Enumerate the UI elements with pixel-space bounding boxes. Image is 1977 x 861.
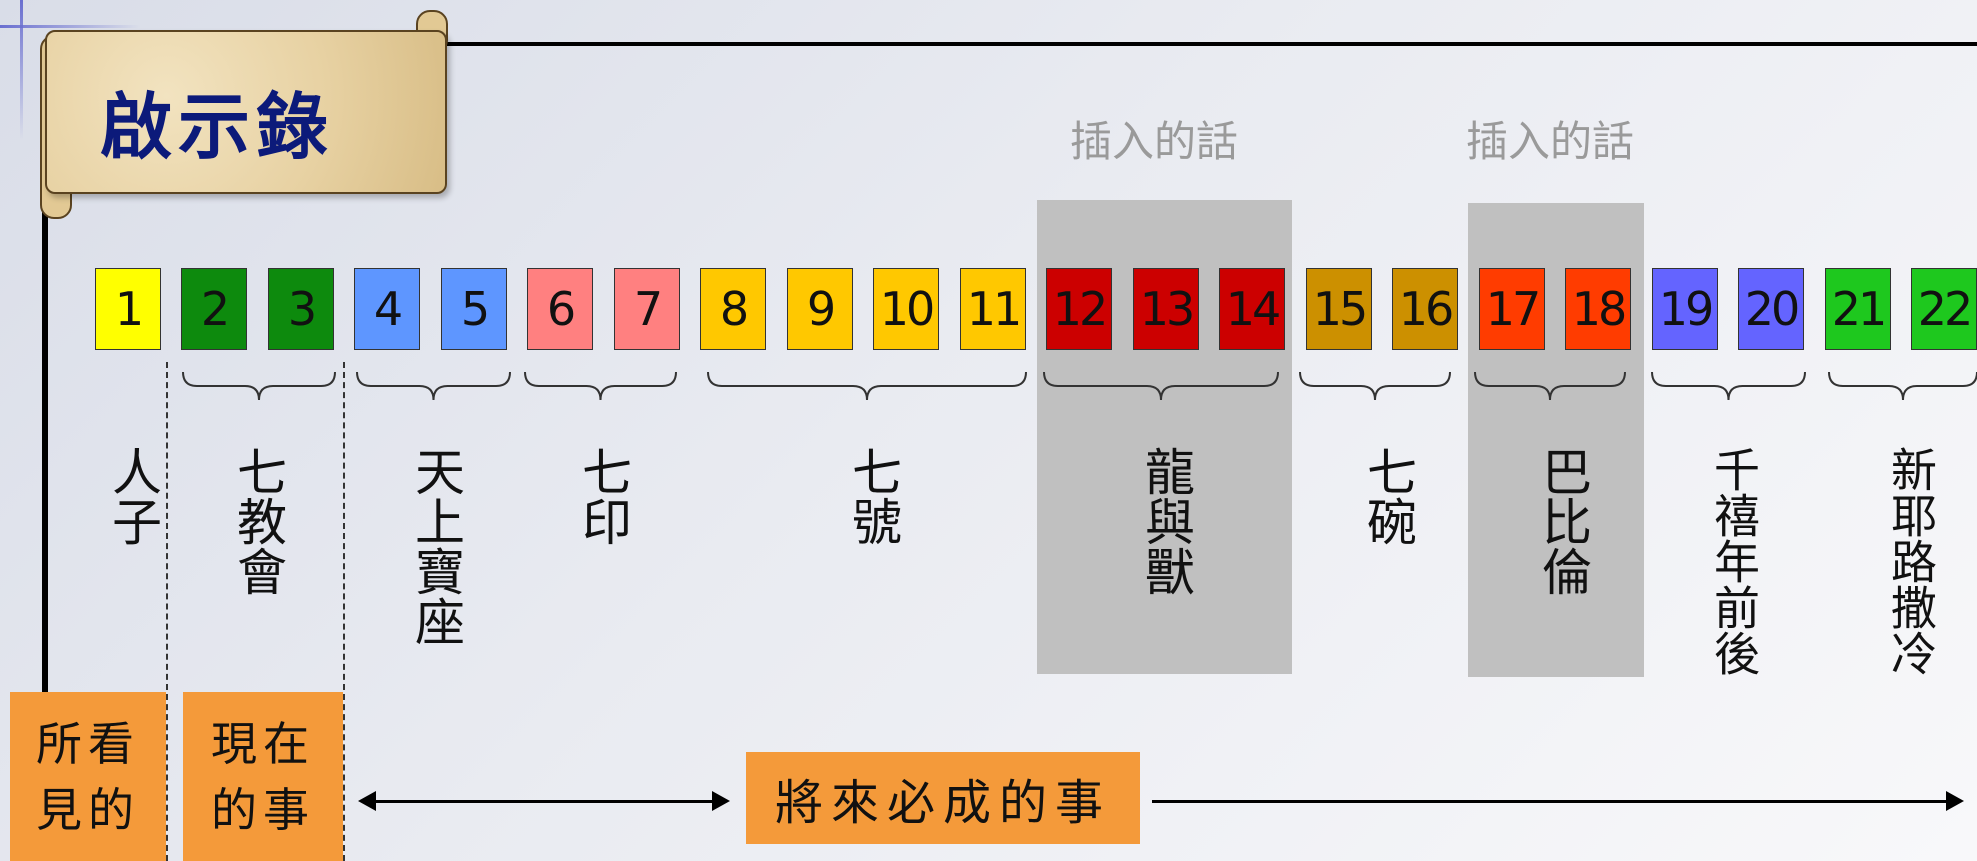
group-label-heavenly-throne: 天上寶座 (407, 446, 465, 646)
chapter-box: 11 (960, 268, 1026, 350)
group-label-millennium: 千禧年前後 (1707, 446, 1761, 676)
chapter-box: 18 (1565, 268, 1631, 350)
page-title: 啟示錄 (100, 84, 335, 169)
group-brace (707, 371, 1027, 401)
chapter-box: 6 (527, 268, 593, 350)
chapter-box: 2 (181, 268, 247, 350)
group-brace (524, 371, 677, 401)
frame-top-border (42, 42, 1977, 46)
chapter-box: 1 (95, 268, 161, 350)
chapter-box: 12 (1046, 268, 1112, 350)
group-brace (1299, 371, 1451, 401)
chapter-box: 22 (1911, 268, 1977, 350)
chapter-box: 19 (1652, 268, 1718, 350)
arrow-left-line (370, 800, 720, 803)
chapter-box: 13 (1133, 268, 1199, 350)
group-label-seven-seals: 七印 (574, 446, 632, 546)
chapter-box: 3 (268, 268, 334, 350)
group-label-seven-churches: 七教會 (229, 446, 287, 596)
group-brace (1651, 371, 1806, 401)
chapter-box: 15 (1306, 268, 1372, 350)
group-brace (182, 371, 336, 401)
group-label-son-of-man: 人子 (104, 446, 162, 546)
group-brace (1828, 371, 1977, 401)
arrow-mid-head (712, 791, 730, 811)
frame-left-border (42, 42, 48, 861)
insertion-label-2: 插入的話 (1466, 117, 1635, 166)
group-brace (1474, 371, 1626, 401)
corner-line-horizontal (0, 25, 140, 28)
arrow-right-head (1946, 791, 1964, 811)
section-seen-text: 所看見的 (36, 716, 140, 837)
group-label-seven-bowls: 七碗 (1359, 446, 1417, 546)
group-label-seven-trumpets: 七號 (844, 446, 902, 546)
group-brace (356, 371, 511, 401)
group-label-babylon: 巴比倫 (1534, 446, 1592, 596)
chapter-box: 8 (700, 268, 766, 350)
chapter-box: 4 (354, 268, 420, 350)
chapter-box: 7 (614, 268, 680, 350)
chapter-box: 16 (1392, 268, 1458, 350)
separator-seen-present (166, 362, 168, 861)
chapter-box: 10 (873, 268, 939, 350)
chapter-box: 21 (1825, 268, 1891, 350)
insertion-label-1: 插入的話 (1070, 117, 1239, 166)
corner-line-vertical (20, 0, 23, 140)
chapter-box: 5 (441, 268, 507, 350)
chapter-box: 17 (1479, 268, 1545, 350)
group-braces (182, 371, 1977, 401)
arrow-left-head (358, 791, 376, 811)
chapter-box: 20 (1738, 268, 1804, 350)
chapter-box: 9 (787, 268, 853, 350)
separator-present-future (343, 362, 345, 861)
chapter-box: 14 (1219, 268, 1285, 350)
group-brace (1043, 371, 1279, 401)
title-scroll (45, 30, 447, 194)
section-present-text: 現在的事 (211, 716, 315, 837)
section-seen: 所看見的 (10, 692, 166, 861)
arrow-right-line (1152, 800, 1949, 803)
group-label-dragon-beast: 龍與獸 (1137, 446, 1195, 596)
group-label-new-jerusalem: 新耶路撒冷 (1884, 446, 1938, 676)
section-present: 現在的事 (183, 692, 343, 861)
section-future: 將來必成的事 (746, 752, 1140, 844)
